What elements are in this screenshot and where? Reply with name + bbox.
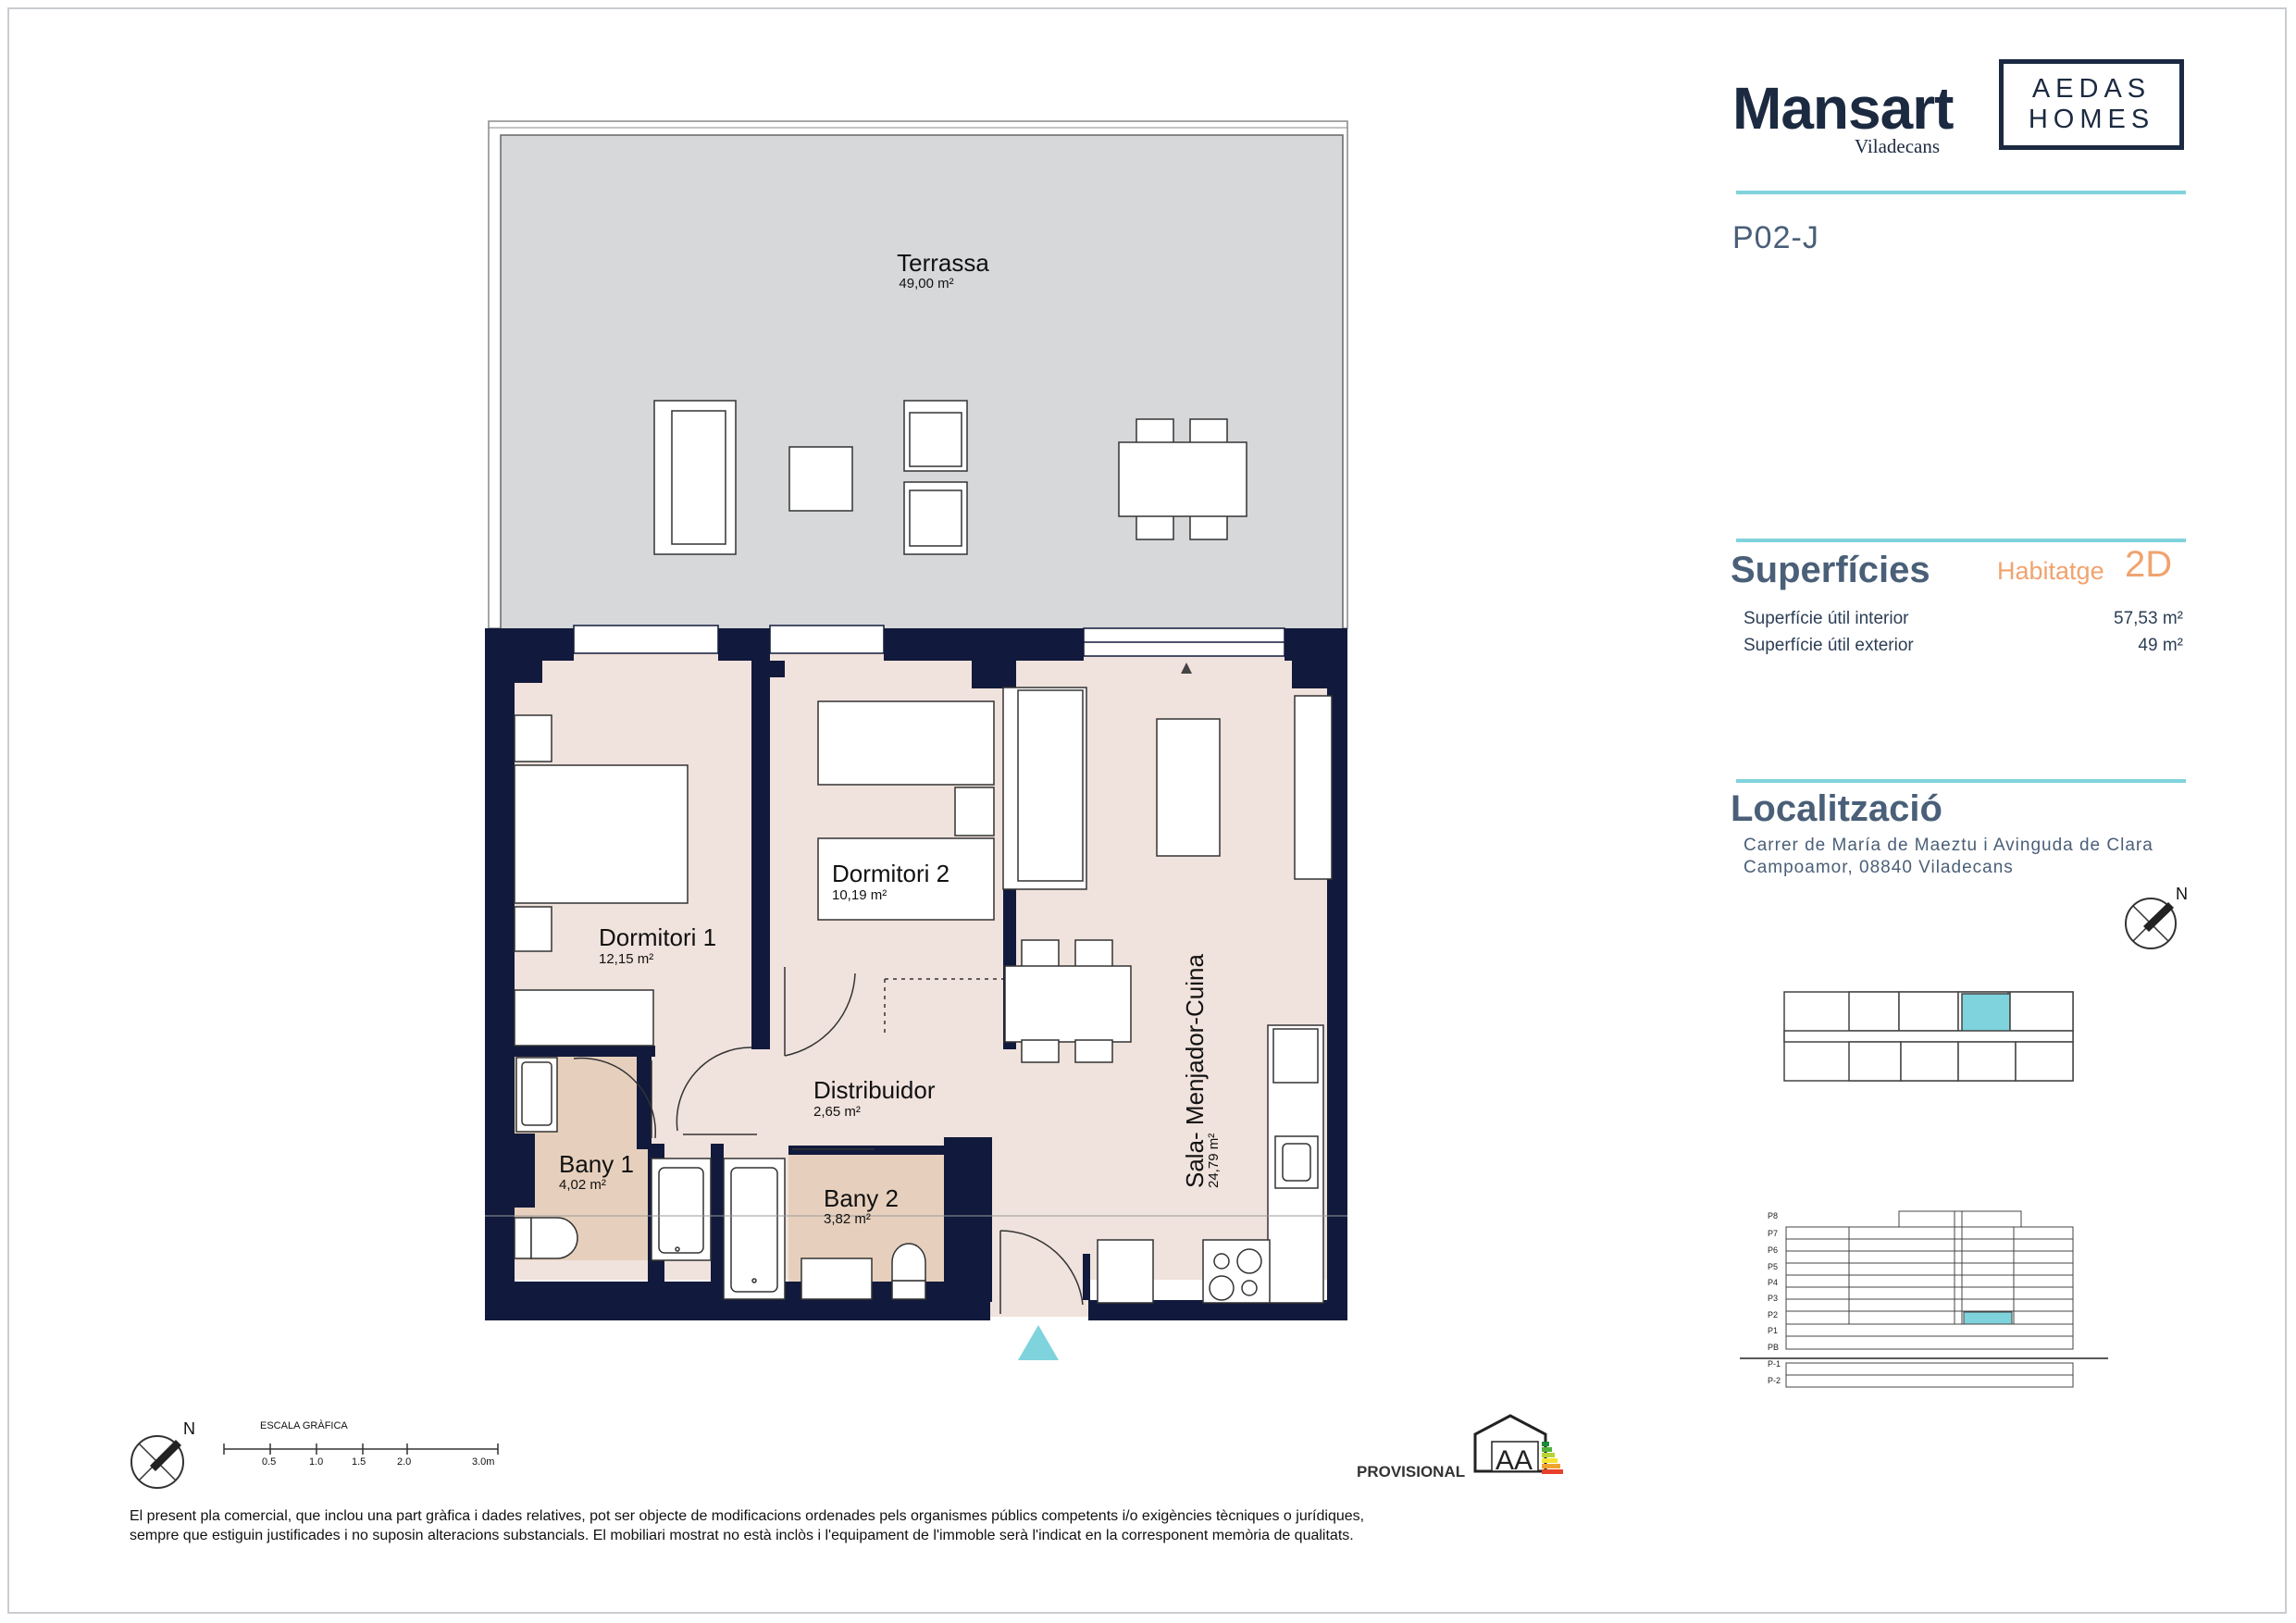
divider-location (1736, 779, 2186, 783)
area-dormitori2: 10,19 m² (832, 887, 887, 903)
entrance-arrow (1018, 1325, 1059, 1360)
terrace-sofa (653, 400, 737, 555)
doors (573, 967, 1084, 1314)
svg-text:P7: P7 (1768, 1229, 1778, 1238)
location-title: Localització (1731, 788, 1942, 829)
svg-text:N: N (183, 1419, 195, 1438)
svg-text:P1: P1 (1768, 1326, 1778, 1335)
surface-interior-label: Superfície útil interior (1744, 609, 1909, 628)
unit-code: P02-J (1732, 220, 1819, 255)
scale-tick-3: 2.0 (397, 1456, 411, 1468)
windows (573, 625, 1285, 657)
brand-city: Viladecans (1855, 135, 1941, 157)
label-distribuidor: Distribuidor (813, 1076, 936, 1104)
label-dormitori1: Dormitori 1 (599, 923, 716, 951)
terrace-armchairs (903, 400, 968, 555)
svg-text:P-2: P-2 (1768, 1376, 1781, 1385)
svg-text:P-1: P-1 (1768, 1359, 1781, 1369)
legal-line-1: El present pla comercial, que inclou una… (130, 1508, 1365, 1524)
scale-bar (223, 1443, 499, 1455)
scale-tick-0: 0.5 (262, 1456, 276, 1468)
svg-text:P5: P5 (1768, 1262, 1778, 1271)
area-sala: 24,79 m² (1206, 1134, 1222, 1188)
label-sala: Sala- Menjador-Cuina (1181, 954, 1209, 1188)
address-line-2: Campoamor, 08840 Viladecans (1744, 858, 2014, 877)
area-bany2: 3,82 m² (824, 1211, 871, 1227)
svg-text:P2: P2 (1768, 1310, 1778, 1319)
area-terrassa: 49,00 m² (899, 276, 953, 291)
surface-interior-value: 57,53 m² (2114, 609, 2183, 628)
svg-text:A: A (1496, 1445, 1514, 1476)
partner-logo: AEDAS HOMES (1999, 59, 2184, 150)
label-bany2: Bany 2 (824, 1184, 899, 1212)
location-address: Carrer de María de Maeztu i Avinguda de … (1744, 835, 2153, 879)
terrace-dining-table (1118, 418, 1247, 540)
label-terrassa: Terrassa (897, 249, 989, 277)
scale-tick-2: 1.5 (352, 1456, 366, 1468)
brand-logo: Mansart (1732, 75, 1954, 142)
bedroom1-furniture (514, 714, 689, 1047)
legal-line-2: sempre que estiguin justificades i no su… (130, 1528, 1354, 1543)
svg-text:P3: P3 (1768, 1294, 1778, 1303)
bath1-fixtures (514, 1057, 712, 1261)
area-dormitori1: 12,15 m² (599, 951, 653, 967)
bedroom2-furniture (817, 700, 1003, 1036)
svg-text:P4: P4 (1768, 1278, 1778, 1287)
legal-disclaimer: El present pla comercial, que inclou una… (130, 1506, 1666, 1545)
site-key-plan (1783, 991, 2074, 1082)
area-bany1: 4,02 m² (559, 1177, 606, 1193)
label-bany1: Bany 1 (559, 1150, 634, 1178)
building-section (1740, 1210, 2108, 1388)
sheet-border (7, 7, 2287, 1614)
surface-exterior-value: 49 m² (2138, 636, 2183, 655)
surface-exterior-label: Superfície útil exterior (1744, 636, 1914, 655)
floor-labels: P8 P7 P6 P5 P4 P3 P2 P1 PB P-1 P-2 (1768, 1211, 1781, 1385)
divider-surfaces (1736, 539, 2186, 542)
area-distribuidor: 2,65 m² (813, 1104, 861, 1120)
living-furniture (1002, 687, 1333, 1063)
svg-text:P8: P8 (1768, 1211, 1778, 1220)
dwelling-type-value: 2D (2125, 544, 2173, 585)
compass-icon-right: N (2125, 885, 2188, 949)
dwelling-type-label: Habitatge (1997, 557, 2104, 585)
scale-tick-1: 1.0 (309, 1456, 323, 1468)
scale-title: ESCALA GRÀFICA (260, 1420, 348, 1431)
surfaces-title: Superfícies (1731, 550, 1930, 590)
bath2-fixtures (723, 1158, 926, 1300)
energy-rating-badge: A A (1473, 1414, 1563, 1476)
address-line-1: Carrer de María de Maeztu i Avinguda de … (1744, 836, 2153, 855)
energy-status: PROVISIONAL (1357, 1463, 1466, 1481)
svg-text:A: A (1514, 1445, 1533, 1476)
scale-tick-4: 3.0m (472, 1456, 494, 1468)
label-dormitori2: Dormitori 2 (832, 860, 949, 887)
partner-logo-line2: HOMES (2028, 105, 2155, 134)
partner-logo-line1: AEDAS (2031, 74, 2152, 104)
kitchen-counter (1097, 1024, 1324, 1304)
svg-text:PB: PB (1768, 1343, 1779, 1352)
divider-top (1736, 191, 2186, 194)
terrace-coffee-table (788, 446, 853, 512)
north-window-marker (1181, 663, 1192, 674)
compass-icon: N (130, 1419, 195, 1489)
svg-text:N: N (2176, 885, 2188, 903)
svg-text:P6: P6 (1768, 1245, 1778, 1255)
